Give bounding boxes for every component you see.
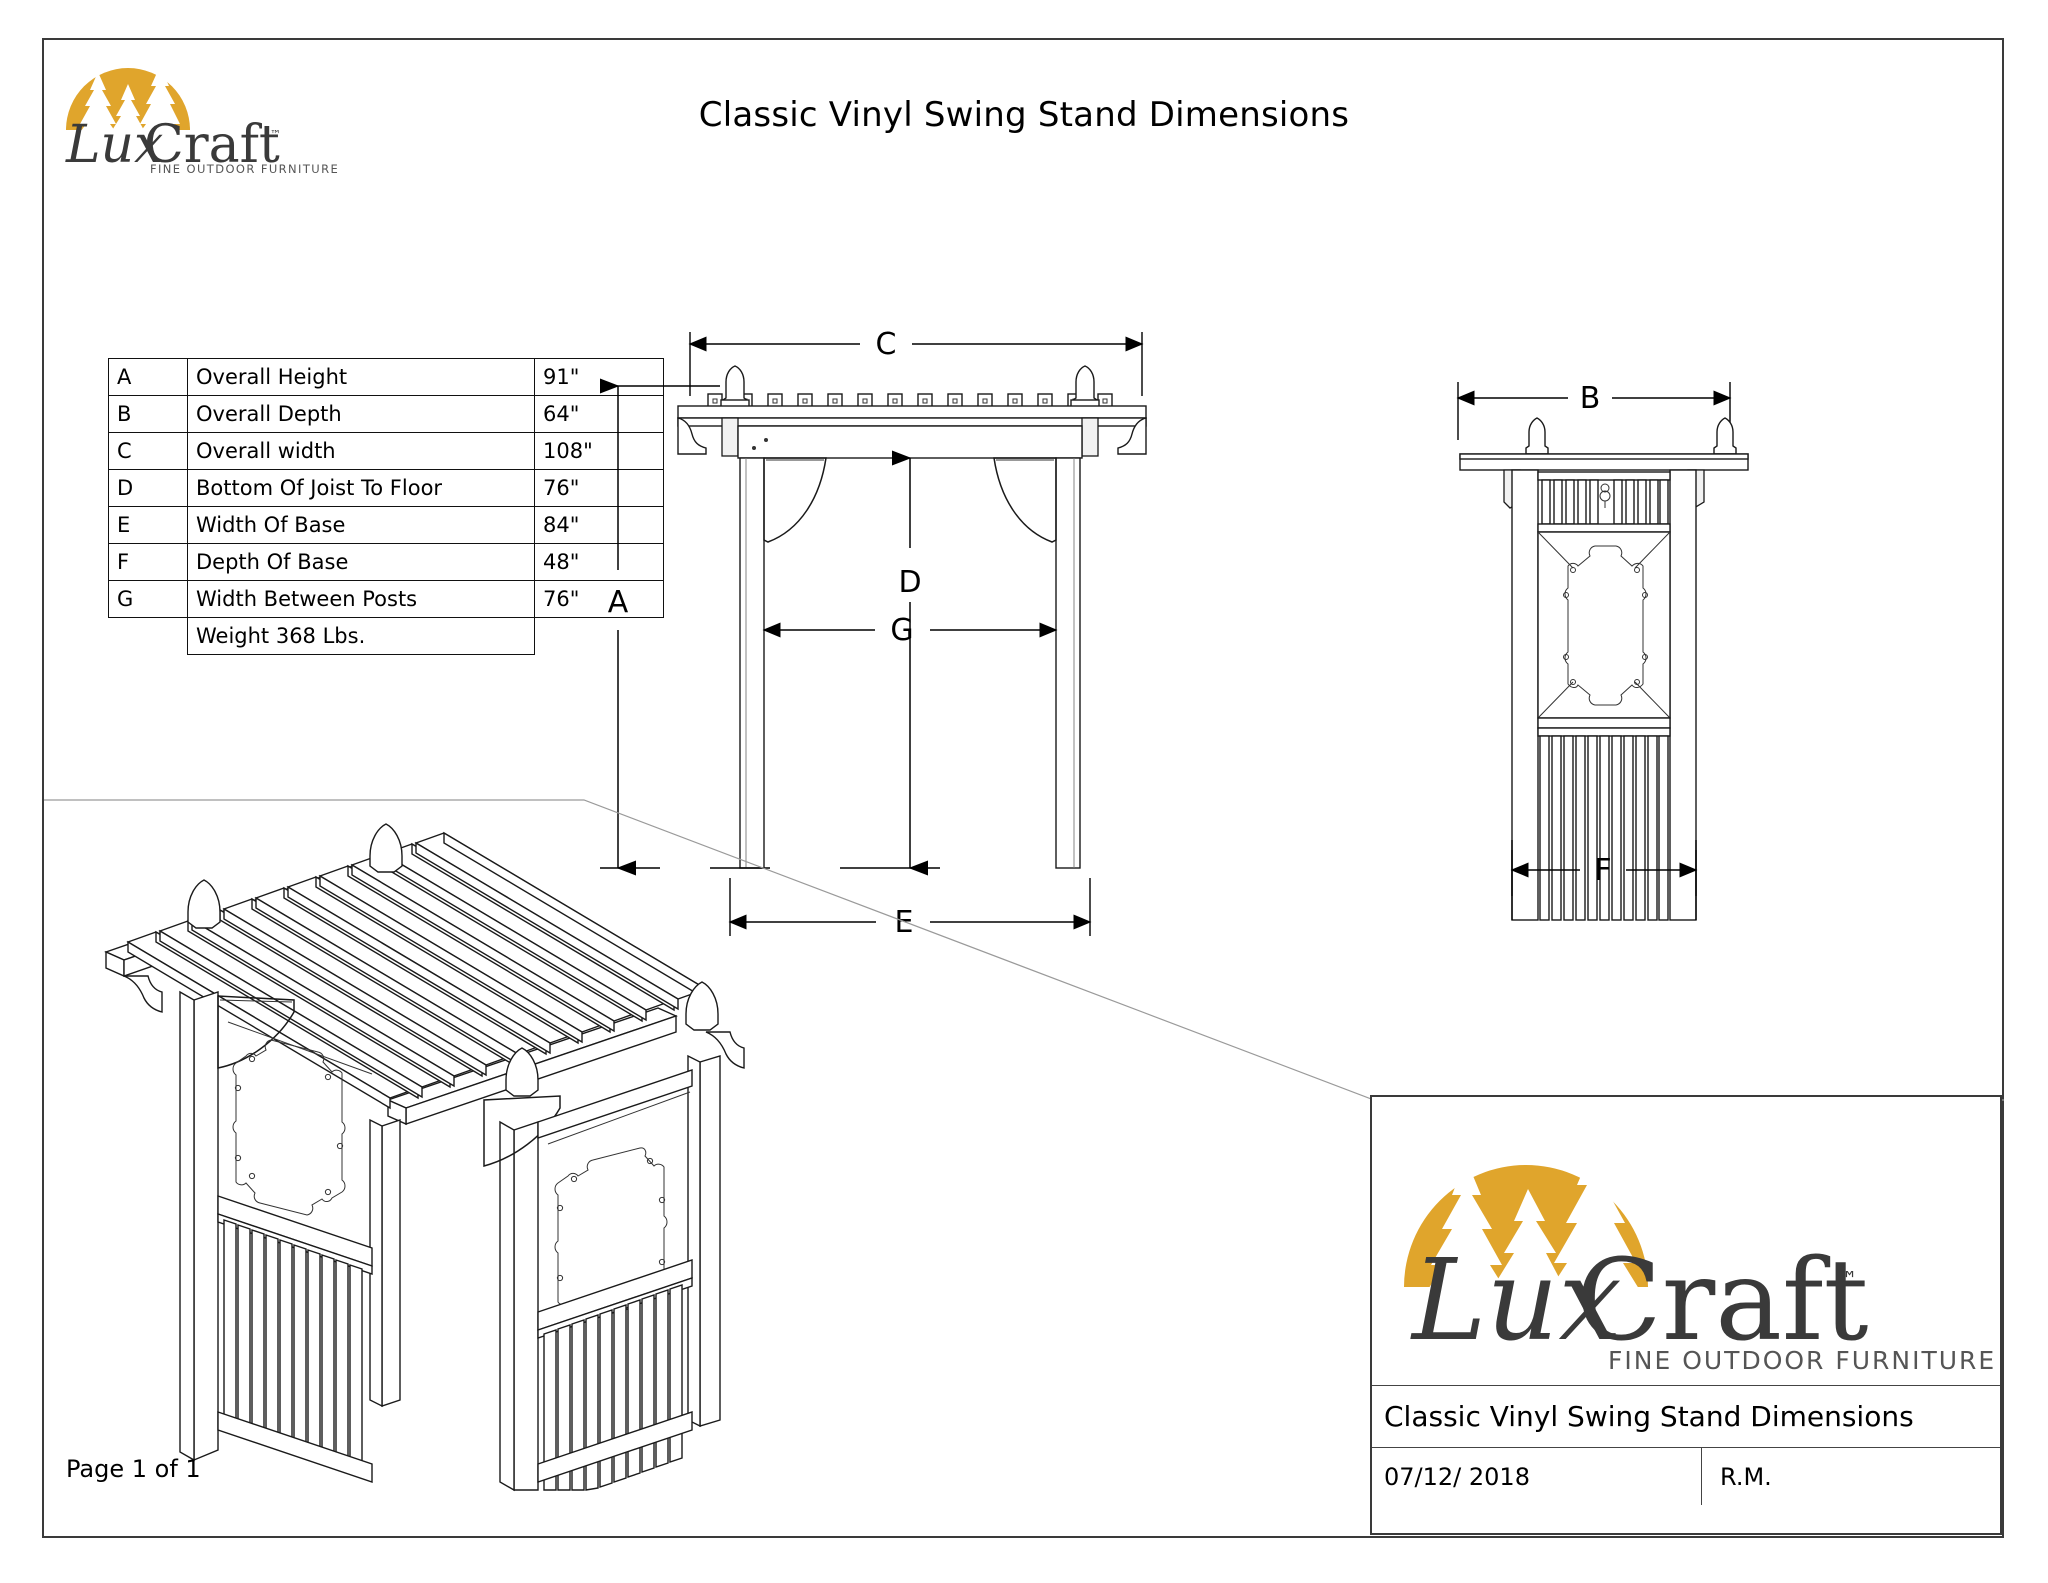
page-number: Page 1 of 1 <box>66 1455 201 1483</box>
dim-description: Width Between Posts <box>187 580 535 618</box>
dim-value: 76" <box>534 469 664 507</box>
corbel-right <box>1117 417 1147 455</box>
luxcraft-logo-icon: Lux Craft ™ FINE OUTDOOR FURNITURE <box>65 66 338 176</box>
dim-description: Width Of Base <box>187 506 535 544</box>
top-beam-lower <box>677 417 1147 427</box>
tb-logo-wordmark-craft: Craft <box>1576 1236 1868 1366</box>
side-elevation-f-dimension: F <box>1440 840 1770 910</box>
side-finial-right <box>1713 417 1737 455</box>
post-right <box>1055 457 1081 869</box>
upper-rail-bottom <box>1537 523 1671 533</box>
swing-hook-icon <box>1599 483 1611 508</box>
dimension-label-g: G <box>890 613 913 648</box>
dim-key: F <box>108 543 188 581</box>
dim-description: Bottom Of Joist To Floor <box>187 469 535 507</box>
title-block: Lux Craft ™ FINE OUTDOOR FURNITURE Class… <box>1370 1095 2002 1535</box>
dim-key: D <box>108 469 188 507</box>
dimension-label-a: A <box>608 585 629 620</box>
tb-logo-wordmark-lux: Lux <box>1410 1236 1622 1366</box>
dim-key: C <box>108 432 188 470</box>
side-post-left <box>1511 469 1539 921</box>
iso-roof <box>104 831 708 1126</box>
tb-logo-tagline: FINE OUTDOOR FURNITURE <box>1608 1346 1996 1375</box>
iso-finial-rear-right <box>369 823 403 873</box>
dim-value: 108" <box>534 432 664 470</box>
dim-description: Depth Of Base <box>187 543 535 581</box>
table-row: C Overall width 108" <box>108 432 664 470</box>
table-row: F Depth Of Base 48" <box>108 543 664 581</box>
side-finial-left <box>1525 417 1549 455</box>
side-post-right <box>1669 469 1697 921</box>
decorative-octagon-panel <box>1537 531 1671 719</box>
dimension-label-e: E <box>895 905 914 940</box>
side-elevation-view: B <box>1440 380 1770 921</box>
brace-left <box>763 457 827 543</box>
dim-key: A <box>108 358 188 396</box>
table-row: D Bottom Of Joist To Floor 76" <box>108 469 664 507</box>
dimension-label-f: F <box>1594 853 1611 888</box>
dimension-label-c: C <box>876 327 897 362</box>
iso-right-panel <box>483 1054 721 1492</box>
logo-trademark-symbol: ™ <box>270 128 281 141</box>
dim-key: B <box>108 395 188 433</box>
weight-description: Weight 368 Lbs. <box>187 617 535 655</box>
title-block-author: R.M. <box>1720 1462 1772 1491</box>
dim-key: E <box>108 506 188 544</box>
table-row: B Overall Depth 64" <box>108 395 664 433</box>
title-block-date: 07/12/ 2018 <box>1372 1448 1702 1505</box>
title-block-logo: Lux Craft ™ FINE OUTDOOR FURNITURE <box>1386 1107 1994 1377</box>
dim-value: 48" <box>534 543 664 581</box>
iso-finial-front-right <box>685 981 719 1031</box>
dimension-table: A Overall Height 91" B Overall Depth 64"… <box>108 358 664 655</box>
logo-wordmark-craft: Craft <box>144 115 280 175</box>
page-title: Classic Vinyl Swing Stand Dimensions <box>698 95 1350 135</box>
post-cap-right <box>1081 417 1099 457</box>
dim-description: Overall Depth <box>187 395 535 433</box>
iso-corbel-left <box>123 975 163 1013</box>
joist-beam <box>737 425 1083 459</box>
header-brand-logo: Lux Craft ™ FINE OUTDOOR FURNITURE <box>52 46 338 176</box>
iso-finial-front-left <box>505 1047 539 1097</box>
side-top-beam-edge <box>1459 453 1749 460</box>
weight-key <box>109 618 188 655</box>
dim-description: Overall width <box>187 432 535 470</box>
title-block-meta-row: 07/12/ 2018 R.M. <box>1372 1447 2000 1505</box>
dim-value: 84" <box>534 506 664 544</box>
upper-slat-group <box>1541 479 1669 525</box>
table-row: A Overall Height 91" <box>108 358 664 396</box>
tb-logo-trademark-symbol: ™ <box>1836 1268 1858 1293</box>
post-finial-right <box>1070 365 1100 409</box>
weight-value <box>535 618 664 655</box>
upper-rail-top <box>1537 471 1671 481</box>
mid-rail <box>1537 717 1671 729</box>
table-row: G Width Between Posts 76" <box>108 580 664 618</box>
lower-slat-panel <box>1539 735 1669 921</box>
dimension-label-b: B <box>1580 381 1601 416</box>
logo-tagline: FINE OUTDOOR FURNITURE <box>150 162 339 176</box>
dim-value: 64" <box>534 395 664 433</box>
dimension-label-d: D <box>898 565 921 600</box>
iso-corbel-right <box>705 1031 745 1069</box>
mid-rail-lower <box>1537 727 1671 737</box>
title-block-drawing-name: Classic Vinyl Swing Stand Dimensions <box>1372 1385 2000 1447</box>
iso-left-panel <box>179 990 401 1483</box>
brace-right <box>993 457 1057 543</box>
post-finial-left <box>720 365 750 409</box>
dim-key: G <box>108 580 188 618</box>
luxcraft-logo-icon-large: Lux Craft ™ FINE OUTDOOR FURNITURE <box>1404 1163 1994 1375</box>
dim-value: 76" <box>534 580 664 618</box>
front-elevation-view: C A <box>600 327 1250 940</box>
iso-finial-rear-left <box>187 879 221 929</box>
table-row: E Width Of Base 84" <box>108 506 664 544</box>
corbel-left <box>677 417 707 455</box>
logo-wordmark-lux: Lux <box>65 115 163 175</box>
post-cap-left <box>721 417 739 457</box>
isometric-view <box>70 800 850 1492</box>
sheet-border <box>42 38 2004 1538</box>
table-row-weight: Weight 368 Lbs. <box>109 617 664 655</box>
dim-description: Overall Height <box>187 358 535 396</box>
dim-value: 91" <box>534 358 664 396</box>
top-beam <box>677 405 1147 419</box>
